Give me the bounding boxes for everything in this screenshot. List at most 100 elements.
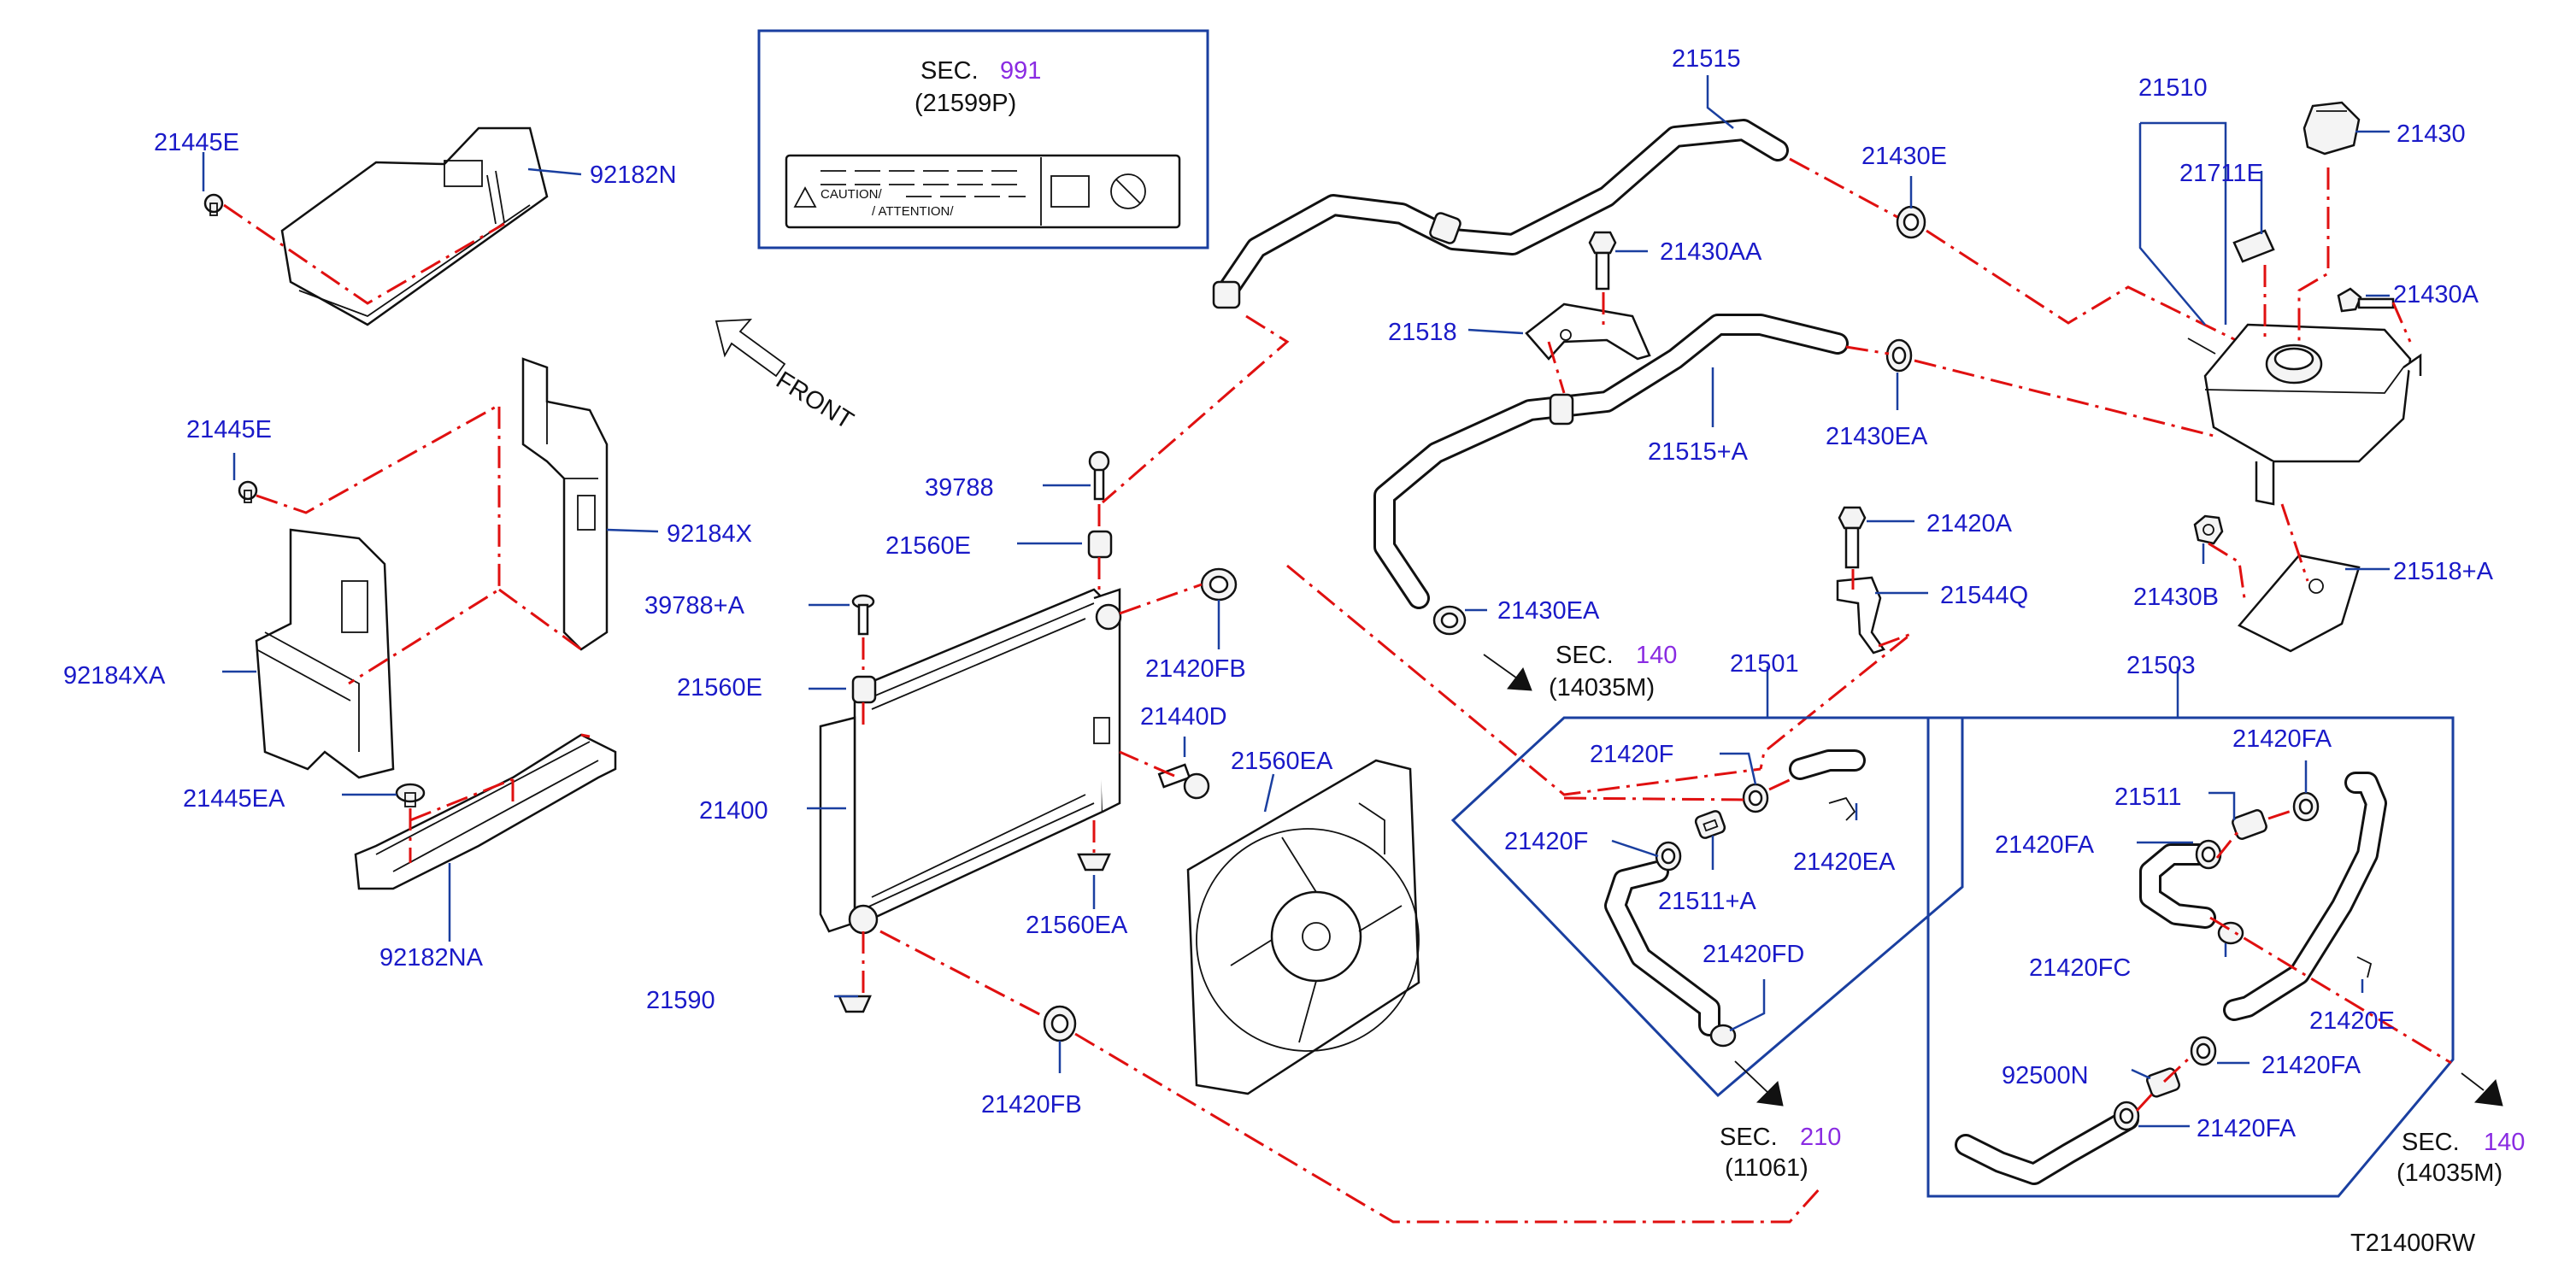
section-ref-3: SEC. 140 (14035M) (2397, 1129, 2525, 1187)
bolt-21430A (2337, 287, 2395, 313)
label-21501: 21501 (1730, 650, 1799, 678)
sec-ref-1-code: (14035M) (1549, 674, 1655, 702)
clamp-21420FA-4 (2113, 1101, 2140, 1131)
part-code: (21599P) (915, 90, 1016, 117)
label-21590: 21560EA (1231, 748, 1333, 775)
label-92182N: 92182N (590, 161, 677, 189)
side-shroud-92184X (521, 357, 609, 651)
mount-21560EA-bottom (838, 995, 872, 1013)
label-21560EA-a: 21560EA (1026, 912, 1128, 939)
label-21515A: 21515+A (1648, 438, 1749, 466)
clamp-21430EA-right (1885, 338, 1913, 373)
label-21503: 21503 (2126, 652, 2196, 679)
label-21510: 21510 (2138, 74, 2208, 102)
section-arrow-3 (2461, 1072, 2503, 1107)
section-ref-1: SEC. 140 (14035M) (1549, 642, 1677, 702)
label-21420FB-a: 21420FB (1145, 655, 1246, 683)
label-21420FA-d: 21420FA (2197, 1115, 2297, 1142)
label-21515: 21515 (1672, 45, 1741, 73)
sec-ref-1-prefix: SEC. (1556, 642, 1614, 669)
diagram-code: T21400RW (2350, 1230, 2476, 1257)
sec-ref-2-prefix: SEC. (1720, 1124, 1778, 1151)
label-21445EA: 21445EA (183, 785, 285, 813)
upper-hose-21515 (1212, 119, 1789, 309)
label-21711E (2232, 229, 2275, 263)
label-21420FA-b: 21420FA (1995, 831, 2095, 859)
clamp-21420FA-3 (2190, 1036, 2217, 1066)
attention-text: / ATTENTION/ (872, 204, 954, 219)
label-92184X: 92184X (667, 520, 752, 548)
hoses-21503 (1955, 772, 2387, 1185)
bolt-21440D (1157, 763, 1210, 800)
clamp-21420FC (2217, 921, 2244, 945)
bracket-21518A (2238, 554, 2361, 653)
front-arrow: FRONT (715, 318, 858, 435)
sec-ref-2-code: (11061) (1725, 1154, 1808, 1182)
clamp-21420FA-1 (2292, 791, 2320, 822)
connector-21511 (2232, 809, 2267, 840)
mount-21560E-left (851, 675, 877, 704)
clip-21445E-top (203, 193, 224, 216)
clip-21420EA (1828, 796, 1856, 821)
label-21430: 21430 (2397, 120, 2466, 148)
hose-clamp-21420FB-top (1200, 567, 1238, 602)
mount-21560EA-right (1077, 853, 1111, 872)
label-21420FA-a: 21420FA (2232, 725, 2332, 753)
clamp-21420FD (1709, 1024, 1737, 1048)
label-21430EA-a: 21430EA (1826, 423, 1928, 450)
label-21518A: 21518+A (2393, 558, 2494, 585)
part-labels: 21445E 92182N 21445E 92184X 92184XA 2144… (63, 45, 2494, 1142)
label-21420FA-c: 21420FA (2261, 1052, 2361, 1079)
label-21560E-b: 21560E (677, 674, 762, 702)
clamp-21420F-a (1742, 783, 1769, 813)
upper-shroud-92182N (280, 126, 549, 326)
label-39788: 39788 (925, 474, 994, 502)
section-arrow-2 (1734, 1060, 1784, 1107)
caution-text: CAUTION/ (820, 187, 883, 202)
hose-21501 (1604, 749, 1866, 1036)
radiator-21400 (819, 588, 1122, 935)
nut-21430B (2193, 514, 2224, 545)
label-21518: 21518 (1388, 319, 1457, 346)
label-21445E-b: 21445E (186, 416, 272, 443)
caution-label-box: SEC. 991 (21599P) CAUTION/ / ATTENTION/ (757, 29, 1209, 249)
clip-21445E-mid (238, 480, 258, 503)
label-21445E-a: 21445E (154, 129, 239, 156)
label-21420A: 21420A (1926, 510, 2013, 537)
sec-ref-1-number: 140 (1636, 642, 1677, 669)
sec-ref-3-code: (14035M) (2397, 1159, 2502, 1187)
bracket-21544Q (1836, 576, 1885, 655)
label-21400: 21400 (699, 797, 768, 825)
hose-clamp-21420FB-bottom (1043, 1005, 1077, 1042)
label-21420FD: 21420FD (1703, 941, 1804, 968)
label-21420EA: 21420EA (1793, 848, 1896, 876)
bolt-39788 (1088, 450, 1110, 501)
grommet-21445EA (395, 783, 426, 807)
sec-ref-3-number: 140 (2484, 1129, 2525, 1156)
lower-plate-92182NA (354, 733, 617, 890)
label-21430B: 21430B (2133, 584, 2219, 611)
bolt-21430AA (1588, 231, 1617, 291)
clamp-21430EA-bottom (1432, 605, 1467, 636)
section-ref-2: SEC. 210 (11061) (1720, 1124, 1841, 1182)
label-21420FB-b: 21420FB (981, 1091, 1082, 1118)
mount-21560E-top (1087, 530, 1113, 559)
label-21420F-b: 21420F (1504, 828, 1588, 855)
label-92184XA: 92184XA (63, 662, 166, 690)
label-21420E: 21420E (2309, 1007, 2395, 1035)
label-21711E: 21711E (2179, 160, 2263, 187)
no-touch-icon (1110, 173, 1146, 209)
label-21560EA-b: 21590 (646, 987, 715, 1014)
label-21420F-a: 21420F (1590, 741, 1673, 768)
hose-21515A (1373, 314, 1849, 609)
bolt-21420A (1838, 506, 1867, 569)
warning-icon (793, 186, 817, 208)
sec-ref-3-prefix: SEC. (2402, 1129, 2460, 1156)
sec-number: 991 (1000, 57, 1041, 85)
bolt-39788A (851, 594, 875, 636)
sec-ref-2-number: 210 (1800, 1124, 1841, 1151)
label-21560E-a: 21560E (885, 532, 971, 560)
clamp-21430E (1896, 205, 1926, 239)
label-21430EA-b: 21430EA (1497, 597, 1600, 625)
